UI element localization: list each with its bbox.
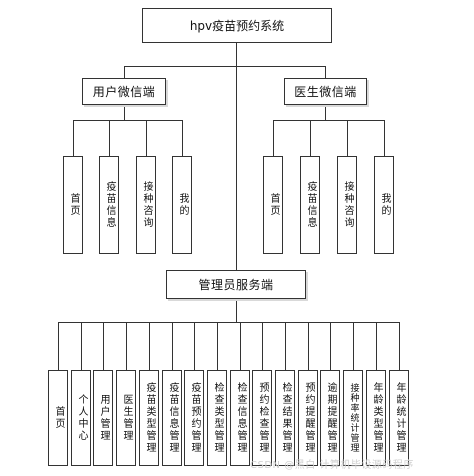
user-end-up-connector [124,66,125,78]
admin-module-stem [81,322,82,370]
admin-end-down-connector [236,299,237,322]
admin-module-stem [103,322,104,370]
user-module-stem-3 [146,120,147,156]
user-end-down-connector [124,105,125,120]
admin-module-check-type-mgmt: 检查类型管理 [207,370,227,466]
user-module-mine: 我的 [172,156,192,254]
admin-module-vaccine-info-mgmt: 疫苗信息管理 [162,370,182,466]
admin-module-stem [149,322,150,370]
doctor-end-node: 医生微信端 [284,78,367,105]
admin-module-stem [262,322,263,370]
admin-module-vaccine-type-mgmt: 疫苗类型管理 [139,370,159,466]
root-connector [236,43,237,270]
admin-module-stem [399,322,400,370]
user-end-node: 用户微信端 [82,78,166,105]
admin-end-node: 管理员服务端 [166,270,306,299]
admin-module-booking-reminder-mgmt: 预约提醒管理 [298,370,318,466]
admin-module-personal-center: 个人中心 [71,370,91,466]
doctor-module-mine: 我的 [374,156,394,254]
doctor-modules-bus [273,120,384,121]
user-module-vaccine-info: 疫苗信息 [99,156,119,254]
doctor-module-vaccine-info: 疫苗信息 [300,156,320,254]
admin-module-stem [172,322,173,370]
admin-module-stem [217,322,218,370]
watermark: CSDN @黑白 计算机毕设源码程序 [250,460,414,471]
admin-module-doctor-mgmt: 医生管理 [116,370,136,466]
doctor-module-consultation: 接种咨询 [337,156,357,254]
admin-module-stem [308,322,309,370]
admin-module-stem [353,322,354,370]
admin-module-stem [58,322,59,370]
admin-module-stem [194,322,195,370]
user-module-stem-4 [182,120,183,156]
admin-module-vaccination-rate-mgmt: 接种率统计管理 [343,370,363,466]
doctor-end-down-connector [325,105,326,120]
admin-module-overdue-reminder-mgmt: 逾期提醒管理 [320,370,340,466]
admin-module-check-result-mgmt: 检查结果管理 [275,370,295,466]
doctor-module-stem-3 [347,120,348,156]
admin-module-stem [330,322,331,370]
user-module-stem-2 [109,120,110,156]
doctor-module-stem-2 [310,120,311,156]
user-module-home: 首页 [63,156,83,254]
doctor-module-stem-1 [273,120,274,156]
admin-module-home: 首页 [48,370,68,466]
root-node: hpv疫苗预约系统 [142,8,332,43]
user-module-consultation: 接种咨询 [136,156,156,254]
admin-module-vaccine-booking-mgmt: 疫苗预约管理 [184,370,204,466]
doctor-module-stem-4 [384,120,385,156]
admin-module-age-stats-mgmt: 年龄统计管理 [389,370,409,466]
admin-module-check-info-mgmt: 检查信息管理 [230,370,250,466]
admin-module-user-mgmt: 用户管理 [93,370,113,466]
admin-module-stem [240,322,241,370]
user-modules-bus [73,120,183,121]
ends-bus [124,66,326,67]
user-module-stem-1 [73,120,74,156]
doctor-module-home: 首页 [263,156,283,254]
doctor-end-up-connector [325,66,326,78]
admin-module-stem [376,322,377,370]
admin-modules-bus [58,322,399,323]
admin-module-age-type-mgmt: 年龄类型管理 [366,370,386,466]
admin-module-booking-check-mgmt: 预约检查管理 [252,370,272,466]
admin-module-stem [285,322,286,370]
admin-module-stem [126,322,127,370]
